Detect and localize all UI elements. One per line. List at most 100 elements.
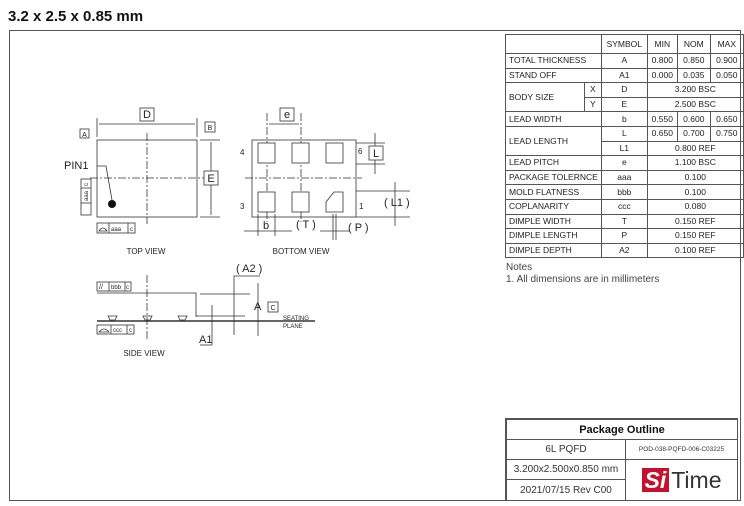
notes: Notes 1. All dimensions are in millimete… xyxy=(506,262,659,286)
logo-si: Si xyxy=(641,468,670,492)
datum-C-label: C xyxy=(270,305,275,312)
table-header-row: SYMBOL MIN NOM MAX xyxy=(505,34,744,54)
seating-label: SEATING xyxy=(283,316,309,322)
row-label: LEAD WIDTH xyxy=(505,111,602,127)
row-nom: 0.600 xyxy=(676,111,711,127)
row-min: 0.550 xyxy=(646,111,678,127)
row-label: TOTAL THICKNESS xyxy=(505,53,602,69)
dim-b-label: b xyxy=(263,220,269,232)
ccc-tolerance-label: ccc xyxy=(113,328,122,334)
row-label: STAND OFF xyxy=(505,67,602,84)
row-symbol: e xyxy=(600,155,648,171)
row-value: 0.080 xyxy=(646,198,744,215)
row-symbol: ccc xyxy=(600,198,648,215)
pin-1-label: 1 xyxy=(359,202,364,211)
row-min: 0.000 xyxy=(646,67,678,84)
bottom-view: e 4 3 6 1 L ( L1 ) b ( T ) ( P ) BOTTOM … xyxy=(240,107,410,256)
date-revision: 2021/07/15 Rev C00 xyxy=(506,479,626,501)
dim-A1-label: A1 xyxy=(199,334,212,346)
dim-P-label: ( P ) xyxy=(348,222,369,234)
row-symbol: bbb xyxy=(600,184,648,200)
row-symbol: D xyxy=(600,82,648,98)
header-max: MAX xyxy=(709,34,744,54)
row-label: COPLANARITY xyxy=(505,198,602,215)
dim-A2-label: ( A2 ) xyxy=(236,263,262,275)
row-label: MOLD FLATNESS xyxy=(505,184,602,200)
package-name: 6L PQFD xyxy=(506,439,626,460)
row-nom: 0.850 xyxy=(676,53,711,69)
row-value: 0.100 xyxy=(646,169,744,186)
package-size: 3.200x2.500x0.850 mm xyxy=(506,459,626,480)
row-symbol: A1 xyxy=(600,67,648,84)
dim-A-label: A xyxy=(254,301,262,313)
row-label: DIMPLE DEPTH xyxy=(505,242,602,259)
notes-heading: Notes xyxy=(506,262,533,273)
drawing-frame xyxy=(9,30,741,501)
row-nom: 0.700 xyxy=(676,125,711,142)
pin-3-label: 3 xyxy=(240,202,245,211)
header-nom: NOM xyxy=(676,34,711,54)
dim-D-label: D xyxy=(143,109,151,121)
row-symbol: A2 xyxy=(600,242,648,259)
aaa-tolerance-label: aaa xyxy=(84,190,90,201)
row-value: 1.100 BSC xyxy=(646,155,744,171)
header-symbol: SYMBOL xyxy=(600,34,648,54)
row-value: 3.200 BSC xyxy=(646,82,744,98)
row-nom: 0.035 xyxy=(676,67,711,84)
doc-number: POD-038-PQFD-006-C03225 xyxy=(625,439,738,460)
datum-A-label: A xyxy=(82,132,87,139)
row-label: DIMPLE WIDTH xyxy=(505,213,602,230)
dim-L-label: L xyxy=(373,148,379,160)
datum-c-side-label-2: c xyxy=(129,328,132,334)
plane-label: PLANE xyxy=(283,324,303,330)
row-symbol: aaa xyxy=(600,169,648,186)
row-max: 0.900 xyxy=(709,53,744,69)
svg-text://: // xyxy=(99,284,103,291)
row-max: 0.650 xyxy=(709,111,744,127)
row-symbol: b xyxy=(600,111,648,127)
row-min: 0.800 xyxy=(646,53,678,69)
pin-6-label: 6 xyxy=(358,147,363,156)
row-label: DIMPLE LENGTH xyxy=(505,228,602,244)
dim-T-label: ( T ) xyxy=(296,219,316,231)
header-min: MIN xyxy=(646,34,678,54)
row-symbol: L1 xyxy=(600,140,648,157)
row-value: 0.100 REF xyxy=(646,242,744,259)
row-value: 0.150 REF xyxy=(646,228,744,244)
top-view: D A B E PIN1 aaa c aaa c TOP VIEW xyxy=(64,107,220,256)
row-max: 0.750 xyxy=(709,125,744,142)
row-value: 0.150 REF xyxy=(646,213,744,230)
row-symbol: E xyxy=(600,96,648,113)
top-view-caption: TOP VIEW xyxy=(127,247,166,256)
row-min: 0.650 xyxy=(646,125,678,142)
title-block-heading: Package Outline xyxy=(506,419,738,440)
bottom-view-caption: BOTTOM VIEW xyxy=(273,247,330,256)
pin1-label: PIN1 xyxy=(64,160,88,172)
row-sub: X xyxy=(583,82,602,98)
dim-L1-label: ( L1 ) xyxy=(384,197,410,209)
pin1-dot xyxy=(108,200,116,208)
datum-c-label-bottom: c xyxy=(130,227,133,233)
row-symbol: P xyxy=(600,228,648,244)
row-max: 0.050 xyxy=(709,67,744,84)
row-value: 0.800 REF xyxy=(646,140,744,157)
row-label: BODY SIZE xyxy=(505,82,585,113)
row-label: LEAD PITCH xyxy=(505,155,602,171)
logo-time: Time xyxy=(671,466,722,493)
datum-c-label: c xyxy=(84,183,90,186)
